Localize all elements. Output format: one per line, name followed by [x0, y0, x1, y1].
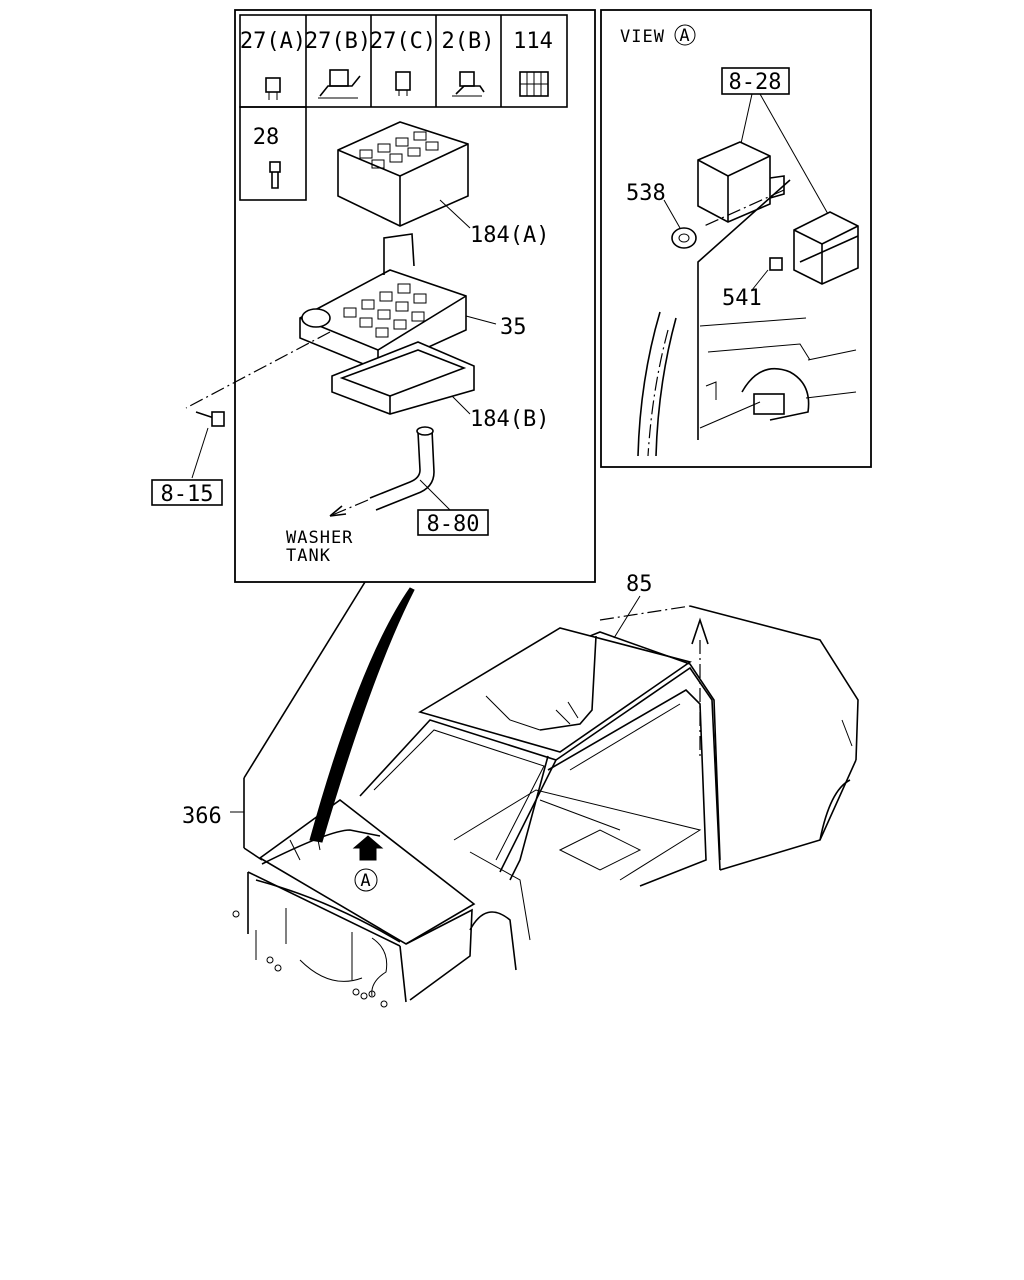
view-a-title: VIEW — [620, 27, 665, 47]
washer-hose — [369, 426, 435, 511]
bolt-icon — [195, 411, 225, 427]
legend-label-114: 114 — [513, 29, 553, 54]
ref-box-8-15 — [151, 479, 223, 506]
nut-leader-dashline — [703, 189, 785, 227]
a-pillar-black-strip — [309, 587, 415, 843]
washer-label-line1: WASHER — [286, 528, 353, 548]
vehicle-body — [247, 605, 859, 1003]
ref-8-15: 8-15 — [161, 482, 214, 507]
callout-85: 85 — [626, 572, 653, 597]
fuse-block — [299, 233, 467, 371]
callout-line-85 — [613, 595, 641, 639]
hose-leader-dashline — [329, 499, 369, 517]
legend-label-27c: 27(C) — [370, 29, 436, 54]
callout-line-8-15 — [191, 427, 209, 479]
callout-35: 35 — [500, 315, 527, 340]
view-a-wire — [697, 179, 791, 440]
fuse-27c-icon — [395, 71, 411, 96]
ref-8-80: 8-80 — [427, 512, 480, 537]
connector-114-icon — [519, 71, 549, 97]
callout-line-541 — [751, 269, 769, 291]
vehicle-view-a-circle-icon — [354, 868, 378, 892]
nut-icon — [671, 227, 697, 249]
view-a-body-sketch — [637, 311, 857, 457]
rear-arrow-icon — [691, 617, 709, 760]
fuse-2b-icon — [452, 71, 485, 97]
washer-label-line2: TANK — [286, 546, 331, 566]
front-bolts — [232, 910, 388, 1008]
ref-8-28: 8-28 — [729, 70, 782, 95]
fuse-box-lower-cover — [331, 341, 475, 415]
callout-541: 541 — [722, 286, 762, 311]
legend-label-2b: 2(B) — [442, 29, 495, 54]
callout-line-8-28-a — [739, 93, 753, 149]
view-a-circle-icon — [674, 24, 696, 46]
bolt-leader-dashline — [185, 331, 331, 409]
legend-table: 27(A) 27(B) 27(C) 2(B) 114 28 — [239, 14, 568, 201]
callout-538: 538 — [626, 181, 666, 206]
callout-line-8-28-b — [759, 93, 829, 215]
callout-line-184a — [439, 199, 471, 229]
callout-366: 366 — [182, 804, 222, 829]
leader-from-detail-left — [243, 581, 366, 779]
fuse-27b-icon — [318, 69, 361, 99]
callout-184a: 184(A) — [470, 223, 549, 248]
vehicle-view-a-marker: A — [360, 871, 371, 891]
ref-box-8-80 — [417, 509, 489, 536]
callout-line-35 — [465, 315, 497, 325]
fuse-27a-icon — [265, 77, 281, 100]
view-a-marker: A — [679, 26, 690, 46]
relay-unit — [697, 141, 785, 223]
legend-label-28: 28 — [253, 125, 280, 150]
legend-label-27b: 27(B) — [305, 29, 371, 54]
fuse-box-upper-cover — [337, 121, 469, 227]
control-module — [793, 211, 859, 285]
legend-label-27a: 27(A) — [240, 29, 306, 54]
arrow-to-washer-tank — [329, 505, 347, 517]
callout-line-538 — [663, 199, 681, 229]
arrow-view-a-icon — [352, 835, 384, 861]
callout-line-8-80 — [419, 479, 451, 511]
callout-184b: 184(B) — [470, 407, 549, 432]
view-a-frame — [600, 9, 872, 468]
clip-icon — [769, 257, 783, 271]
screw-28-icon — [269, 161, 281, 189]
ref-box-8-28 — [721, 67, 790, 95]
fuse-box-detail-frame — [234, 9, 596, 583]
callout-line-184b — [451, 395, 471, 415]
